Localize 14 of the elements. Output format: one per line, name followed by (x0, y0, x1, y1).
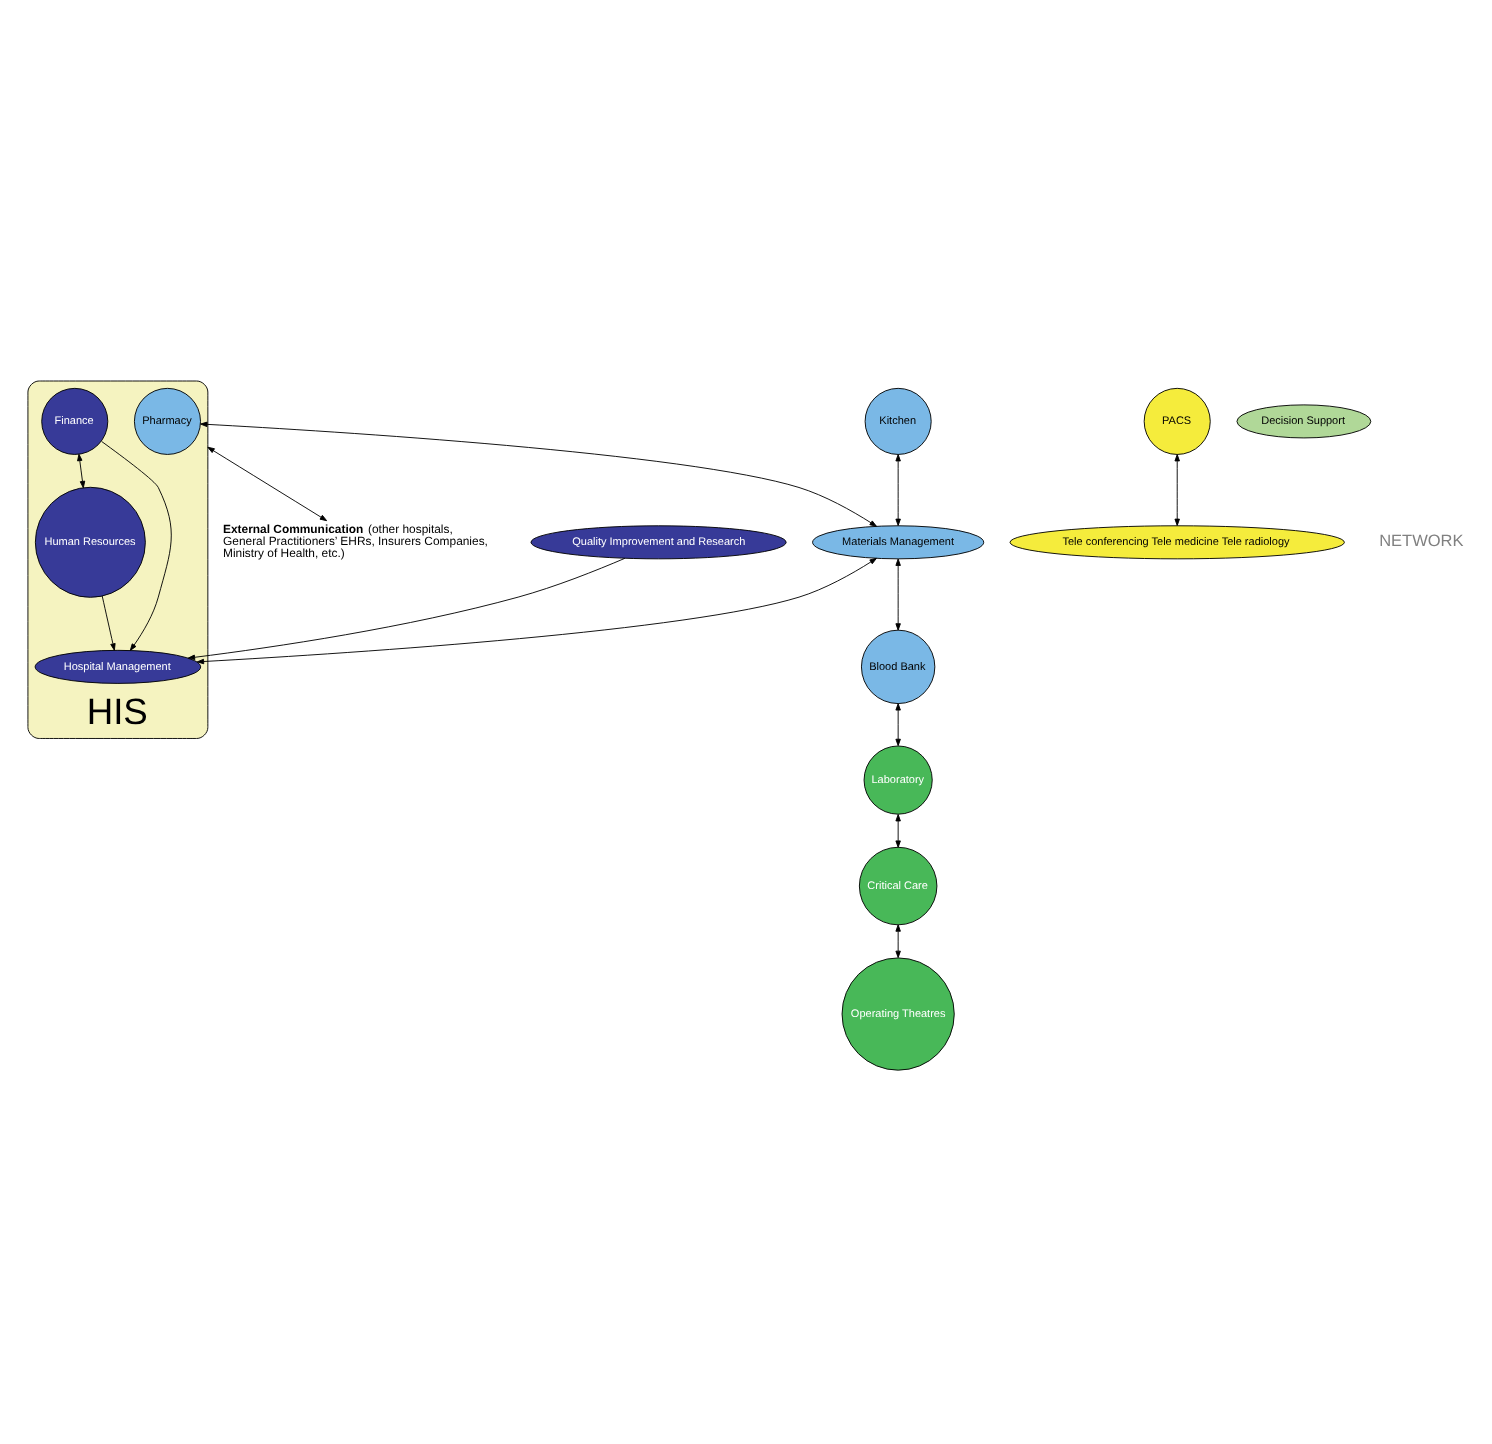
arrow (196, 557, 877, 665)
arrow (895, 703, 901, 747)
arrow (895, 814, 901, 848)
label: NETWORK (1379, 532, 1464, 551)
arrow (101, 440, 172, 651)
arrow (200, 421, 877, 527)
arrow (101, 595, 116, 651)
arrow (207, 446, 328, 522)
arrow (187, 557, 626, 660)
arrow (77, 453, 86, 489)
arrow (1174, 454, 1180, 526)
arrow (895, 558, 901, 631)
arrow (895, 924, 901, 959)
arrow (895, 454, 901, 526)
